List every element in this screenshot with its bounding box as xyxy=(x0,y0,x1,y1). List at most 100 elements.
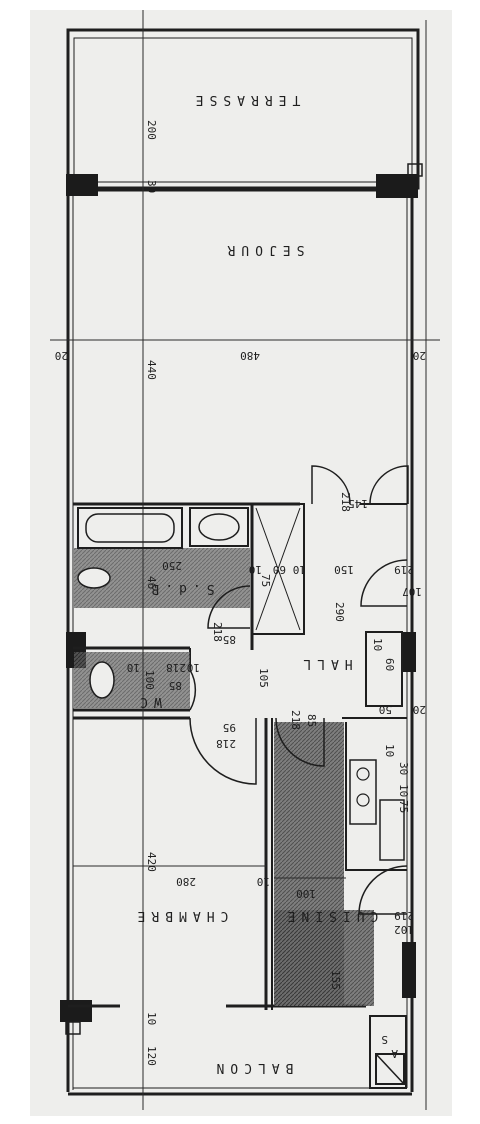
terrasse-inner-rail xyxy=(73,37,413,183)
dim-door-102: 102 xyxy=(394,923,414,936)
dim-door-85b: 85 xyxy=(305,714,318,727)
dim-side-left: 20 xyxy=(55,349,68,362)
dim-door-107: 107 xyxy=(402,585,422,598)
dimension-lines xyxy=(50,10,440,1110)
bathtub-rim xyxy=(77,507,183,549)
dim-balcon-10: 10 xyxy=(145,1012,158,1025)
bathtub-basin xyxy=(85,513,175,543)
corner-letter-s: S xyxy=(381,1033,388,1046)
dim-cab-10b: 10 xyxy=(293,563,306,576)
dim-k-75: 75 xyxy=(397,800,410,813)
shower-icon xyxy=(255,507,301,631)
boiler-diagonal xyxy=(375,1053,405,1085)
dim-door-sejour-w: 218 xyxy=(339,492,352,512)
stove-icon xyxy=(349,759,377,825)
dim-balcon-depth: 120 xyxy=(145,1046,158,1066)
dim-chambre-depth: 420 xyxy=(145,852,158,872)
dim-door-219a: 219 xyxy=(394,563,414,576)
dim-k-10b: 10 xyxy=(397,784,410,797)
dim-k-30: 30 xyxy=(397,762,410,775)
washbasin-bowl xyxy=(198,513,240,541)
dim-cab-10a: 10 xyxy=(249,563,262,576)
bathtub-icon xyxy=(77,507,183,549)
dim-terrasse-depth: 200 xyxy=(145,120,158,140)
door-wc xyxy=(189,669,197,711)
room-label-sdb: S.d.B xyxy=(145,581,214,596)
corner-letter-a: A xyxy=(391,1047,398,1060)
door-chambre xyxy=(189,717,257,785)
hatched-zones xyxy=(74,548,374,1006)
dim-cab-60: 60 xyxy=(273,563,286,576)
column xyxy=(60,1000,92,1022)
dim-door-219b: 219 xyxy=(394,909,414,922)
stove-burner xyxy=(356,793,370,807)
door-102 xyxy=(358,865,408,915)
door-sejour-left xyxy=(311,465,351,505)
dim-wall-30: 30 xyxy=(145,180,158,193)
kitchen-lower-hatch xyxy=(274,910,374,1006)
dim-hall-105: 105 xyxy=(257,668,270,688)
dim-wc-10b: 10 xyxy=(127,661,140,674)
stove-body xyxy=(349,759,377,825)
dim-door-sejour-h: 145 xyxy=(348,497,368,510)
dim-door-95: 95 xyxy=(223,721,236,734)
room-label-wc: WC xyxy=(134,694,162,709)
dim-chambre-10: 10 xyxy=(257,875,270,888)
stove-burner xyxy=(356,767,370,781)
dim-wc-85: 85 xyxy=(169,679,182,692)
dim-door-85a: 85 xyxy=(223,633,236,646)
dim-wc-100: 100 xyxy=(143,670,156,690)
column xyxy=(376,174,418,198)
toilet-bowl-bath xyxy=(77,567,111,589)
sink-basin xyxy=(379,799,405,861)
column xyxy=(402,942,416,998)
dim-cl-50: 50 xyxy=(379,703,392,716)
hall-closet xyxy=(365,631,403,707)
room-label-sejour: SEJOUR xyxy=(222,242,305,257)
room-label-cuisine: CUISINE xyxy=(282,908,379,923)
dim-sejour-depth: 440 xyxy=(145,360,158,380)
room-label-terrasse: TERRASSE xyxy=(190,92,301,107)
dim-door-218b: 218 xyxy=(216,737,236,750)
dim-cuisine-100: 100 xyxy=(296,887,316,900)
dim-k-10: 10 xyxy=(383,744,396,757)
room-label-hall: HALL xyxy=(297,656,352,671)
door-sejour-right xyxy=(369,465,409,505)
door-kitchen-hall xyxy=(275,717,325,767)
column xyxy=(402,632,416,672)
toilet-bowl-wc xyxy=(89,661,115,699)
door-bath xyxy=(207,585,251,629)
dim-door-218a: 218 xyxy=(211,622,224,642)
dim-cuisine-155: 155 xyxy=(329,970,342,990)
washbasin-counter xyxy=(189,507,249,547)
utility-box xyxy=(369,1015,407,1089)
washbasin-icon xyxy=(189,507,249,547)
dim-hall-150: 150 xyxy=(334,563,354,576)
terrasse-outline xyxy=(66,28,420,190)
dim-wc-10a: 10 xyxy=(187,661,200,674)
toilet-icon xyxy=(77,567,115,699)
door-107 xyxy=(360,559,408,607)
dim-cl-20: 20 xyxy=(413,703,426,716)
dim-cl-60: 60 xyxy=(383,658,396,671)
dim-hall-290: 290 xyxy=(333,602,346,622)
dim-sejour-width: 480 xyxy=(240,349,260,362)
shower-cross xyxy=(255,507,301,631)
terrasse-drain xyxy=(407,163,423,177)
boiler-body xyxy=(375,1053,405,1085)
dim-bath-width: 250 xyxy=(162,559,182,572)
dim-bath-46: 46 xyxy=(145,576,158,589)
room-label-chambre: CHAMBRE xyxy=(132,908,229,923)
floor-plan: TERRASSE SEJOUR HALL WC S.d.B CHAMBRE CU… xyxy=(50,10,440,1110)
sink-icon xyxy=(379,799,405,861)
balcon-drain xyxy=(65,1021,81,1035)
dim-cab-75: 75 xyxy=(259,574,272,587)
dimension-labels: 200 30 440 480 20 20 145 218 250 46 75 1… xyxy=(55,120,426,1066)
door-swings xyxy=(189,465,409,915)
column xyxy=(66,174,98,196)
room-label-balcon: BALCON xyxy=(211,1060,294,1075)
room-labels: TERRASSE SEJOUR HALL WC S.d.B CHAMBRE CU… xyxy=(132,92,379,1075)
dim-door-218c: 218 xyxy=(289,710,302,730)
dim-wc-218: 218 xyxy=(166,661,186,674)
dim-side-right: 20 xyxy=(413,349,426,362)
